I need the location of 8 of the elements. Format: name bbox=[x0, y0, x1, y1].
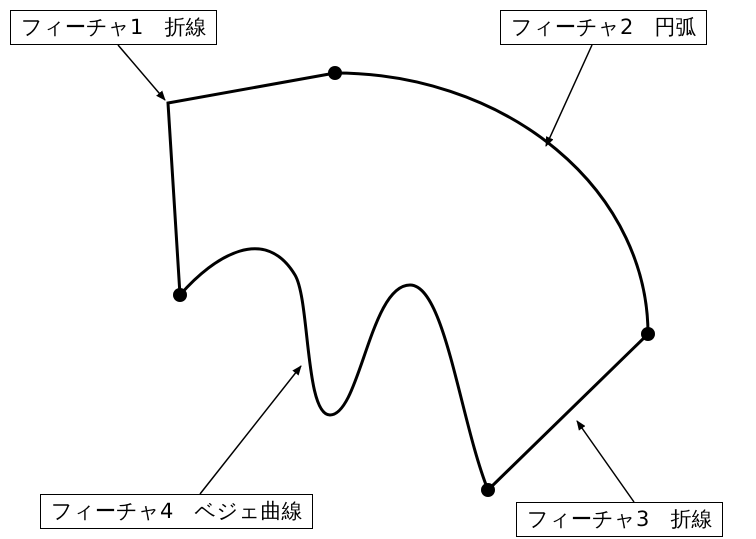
callout-label: フィーチャ4 ベジェ曲線 bbox=[40, 494, 314, 529]
callout-label: フィーチャ2 円弧 bbox=[500, 10, 708, 45]
callout-label: フィーチャ3 折線 bbox=[516, 502, 724, 537]
leader-line bbox=[545, 44, 593, 147]
leader-line bbox=[576, 420, 635, 502]
leader-line bbox=[199, 365, 302, 494]
leader-line bbox=[117, 44, 166, 101]
callout-label: フィーチャ1 折線 bbox=[10, 10, 218, 45]
